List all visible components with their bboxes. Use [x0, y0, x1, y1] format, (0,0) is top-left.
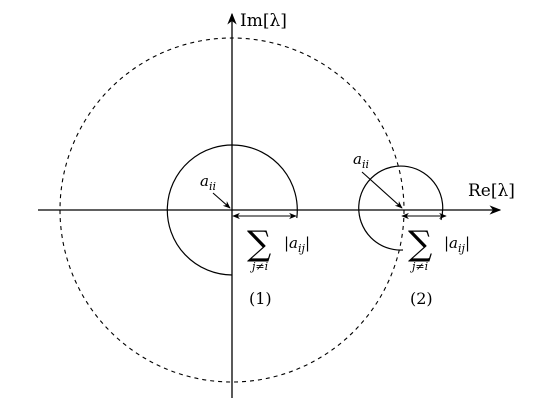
disc-2-circle — [358, 165, 444, 251]
disc-2-sum-index: j≠i — [409, 260, 428, 273]
imag-axis-label: Im[λ] — [240, 11, 287, 31]
disc-1: aii ∑ j≠i |aij| (1) — [166, 144, 310, 308]
disc-1-caption: (1) — [249, 289, 272, 308]
disc-2-center-label: aii — [353, 150, 369, 171]
real-axis-label: Re[λ] — [468, 181, 515, 201]
disc-2: aii ∑ j≠i |aij| (2) — [353, 150, 470, 308]
disc-1-sum-index: j≠i — [249, 260, 268, 273]
disc-2-radius-label: |aij| — [444, 234, 470, 255]
disc-1-center-pointer — [212, 192, 231, 209]
disc-1-radius-label: |aij| — [284, 234, 310, 255]
disc-2-caption: (2) — [410, 289, 433, 308]
disc-1-sum-symbol: ∑ — [247, 224, 271, 264]
disc-1-center-label: aii — [200, 172, 216, 193]
disc-1-circle — [166, 144, 298, 276]
disc-2-center-pointer — [361, 171, 403, 209]
disc-2-sum-symbol: ∑ — [408, 224, 432, 264]
